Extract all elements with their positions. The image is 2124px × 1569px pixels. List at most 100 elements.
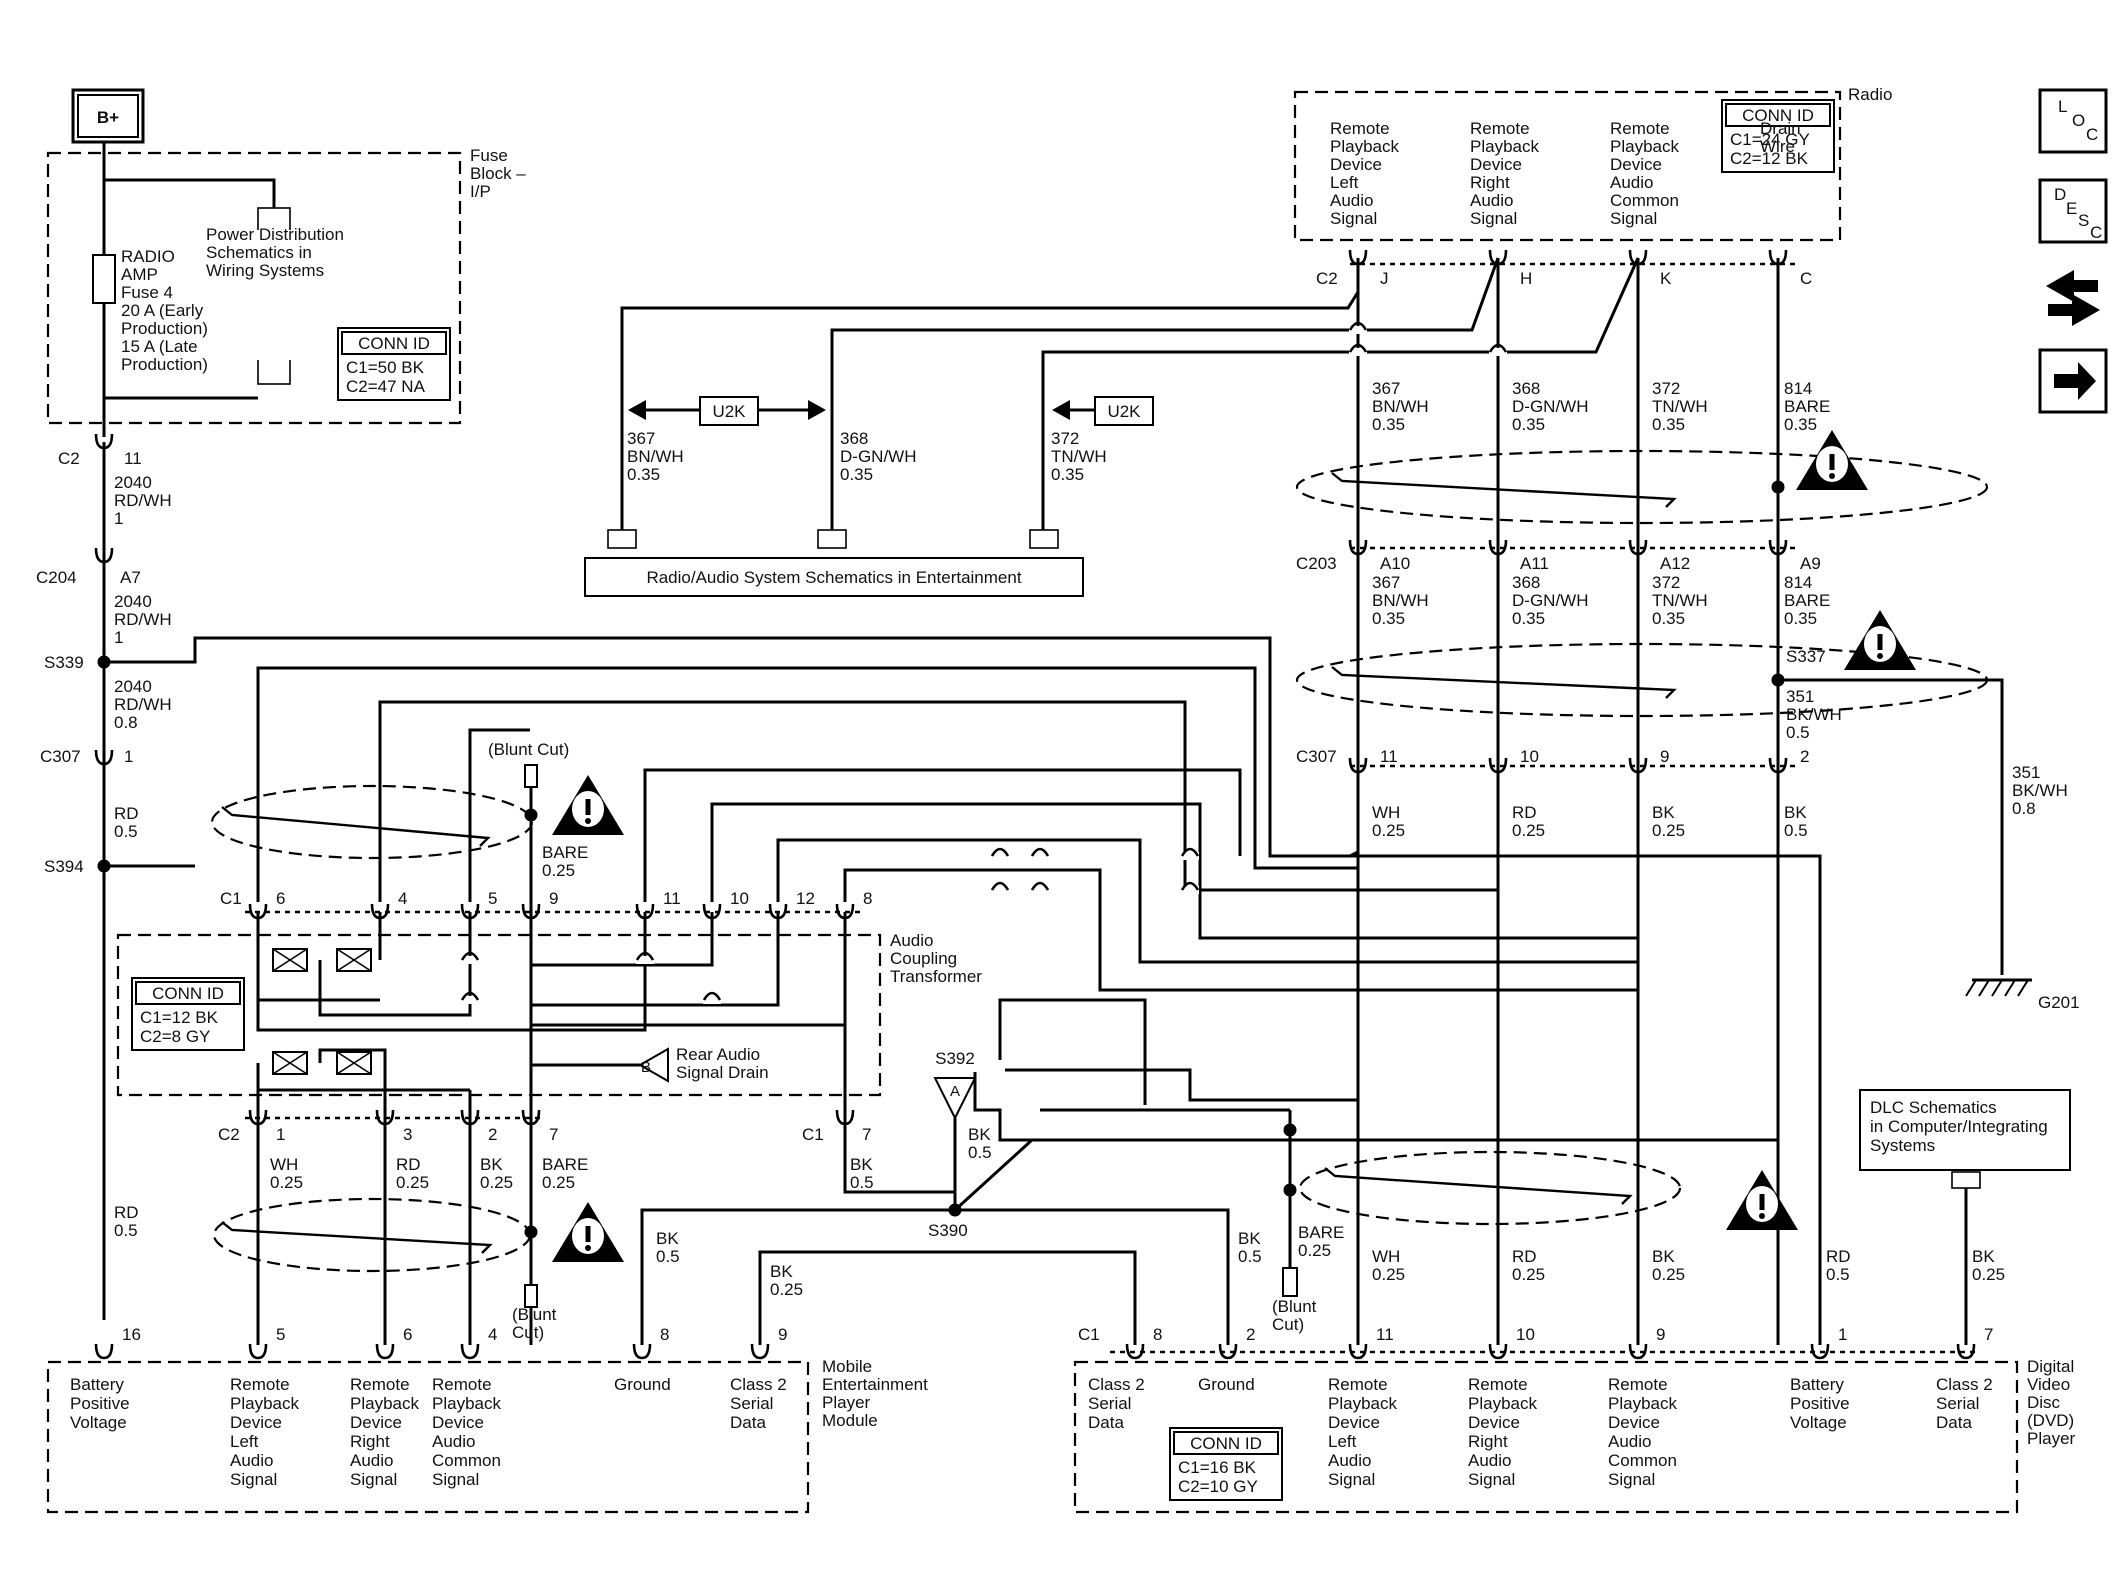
- u2k-wire-label: TN/WH: [1051, 447, 1107, 466]
- dvd-bare-splice: [1283, 1183, 1297, 1197]
- mobile-module-pin-number: 9: [778, 1325, 787, 1344]
- twisted-pair-shield: [1331, 666, 1677, 699]
- c1-pin-number: 9: [549, 889, 558, 908]
- c307-wire-label: WH: [1372, 803, 1400, 822]
- mobile-module-signal-label: Positive: [70, 1394, 130, 1413]
- wire-2040-label: RD/WH: [114, 695, 172, 714]
- rear-audio-drain-connector: [637, 1047, 669, 1083]
- ground-icon: [2017, 979, 2029, 997]
- c1-7-ground-wire: [843, 1118, 955, 1194]
- c2-pin-number: 1: [276, 1125, 285, 1144]
- s337-splice: [1771, 673, 1785, 687]
- loc-icon[interactable]: LOC: [2038, 88, 2108, 154]
- c1-12-wire: [776, 838, 1638, 964]
- c1-pin: [702, 903, 722, 920]
- u2k-arrow: [1052, 400, 1070, 420]
- c2-pin: [94, 433, 114, 450]
- next-arrow-icon[interactable]: [2038, 348, 2108, 414]
- transformer-outline: [116, 933, 882, 1097]
- dvd-pin-number: 10: [1516, 1325, 1535, 1344]
- wire-crossover: [1349, 326, 1367, 334]
- dlc-schematic-link[interactable]: [1859, 1089, 2071, 1171]
- connector-icon[interactable]: [2048, 294, 2100, 326]
- c203-pin: [1628, 539, 1648, 556]
- s392-label: S392: [935, 1049, 975, 1068]
- bare-wire-label: BARE: [542, 843, 588, 862]
- wire-2040-label: 2040: [114, 473, 152, 492]
- radio-signal-label: Playback: [1330, 137, 1399, 156]
- mobile-module-pin: [94, 1343, 114, 1360]
- radio-wire-label: TN/WH: [1652, 591, 1708, 610]
- dvd-wire-label: RD: [1826, 1247, 1851, 1266]
- power-dist-bracket: [256, 230, 296, 360]
- c2-pin: [248, 1109, 268, 1126]
- dvd-pin: [1218, 1343, 1238, 1360]
- s337-label: S337: [1786, 647, 1826, 666]
- u2k-connector: [607, 529, 637, 549]
- wire-2040-label: 1: [114, 628, 123, 647]
- u2k-wire-372: [1041, 257, 1640, 530]
- bare-splice: [524, 808, 538, 822]
- radio-signal-label: Audio: [1330, 191, 1373, 210]
- dvd-pin-number: 8: [1153, 1325, 1162, 1344]
- radio-wire-label: 367: [1372, 379, 1400, 398]
- dvd-wire-label: 0.25: [1372, 1265, 1405, 1284]
- dvd-bare-label: BARE: [1298, 1223, 1344, 1242]
- u2k-wire-367: [620, 291, 1360, 530]
- c1-10-wire: [710, 802, 1638, 940]
- u2k-wire-368: [830, 257, 1500, 530]
- c307-pin-number: 9: [1660, 747, 1669, 766]
- c204-connector: C204: [36, 568, 77, 587]
- c1-8-wire: [843, 868, 1638, 992]
- wire-rd-label: 0.5: [114, 1221, 138, 1240]
- c203-pin: [1768, 539, 1788, 556]
- mobile-module-pin: [248, 1343, 268, 1360]
- s339-label: S339: [44, 653, 84, 672]
- wire-rd-label: RD: [114, 804, 139, 823]
- c2-wire-label: RD: [396, 1155, 421, 1174]
- u2k-wire-label: 372: [1051, 429, 1079, 448]
- c203-pin: [1488, 539, 1508, 556]
- radio-signal-label: Playback: [1610, 137, 1679, 156]
- radio-signal-label: Audio: [1470, 191, 1513, 210]
- radio-wire-label: 0.35: [1652, 609, 1685, 628]
- c2-connector: C2: [58, 449, 80, 468]
- c203-pin: [1348, 539, 1368, 556]
- blunt-cut: [524, 1284, 538, 1308]
- dvd-wire-label: BK: [1972, 1247, 1995, 1266]
- twisted-pair-shield: [1295, 449, 1989, 525]
- battery-label: B+: [97, 108, 119, 127]
- dvd-player-label: Disc: [2027, 1393, 2061, 1412]
- connector-icon[interactable]: [2046, 270, 2098, 302]
- mobile-module-signal-label: Serial: [730, 1394, 773, 1413]
- u2k-arrow: [808, 400, 826, 420]
- desc-icon-letter: C: [2090, 223, 2102, 242]
- mobile-module-outline: [46, 1360, 810, 1514]
- dvd-player-label: Video: [2027, 1375, 2070, 1394]
- wire-crossover: [460, 951, 480, 961]
- c1-bottom-wire-label: BK: [850, 1155, 873, 1174]
- desc-icon[interactable]: [2038, 178, 2108, 244]
- dvd-pin: [1956, 1343, 1976, 1360]
- transformer-coil: [272, 948, 308, 972]
- wire-2040-label: RD/WH: [114, 610, 172, 629]
- connector-icon[interactable]: [2046, 270, 2100, 326]
- mobile-module-signal-label: Class 2: [730, 1375, 787, 1394]
- mobile-module-signal-label: Signal: [350, 1470, 397, 1489]
- dvd-signal-label: Class 2: [1088, 1375, 1145, 1394]
- loc-icon-letter: O: [2072, 111, 2085, 130]
- mobile-module-signal-label: Playback: [432, 1394, 501, 1413]
- fuse-label: AMP: [121, 265, 158, 284]
- loc-icon[interactable]: [2038, 88, 2108, 154]
- serial-wire-label: 0.25: [770, 1280, 803, 1299]
- ground-icon: [2004, 979, 2016, 997]
- c307-wire-label: RD: [1512, 803, 1537, 822]
- fuse-block-label: I/P: [470, 182, 491, 201]
- s392-wire-label: 0.5: [968, 1143, 992, 1162]
- mobile-module-pin: [460, 1343, 480, 1360]
- mobile-module-signal-label: Ground: [614, 1375, 671, 1394]
- next-arrow-icon[interactable]: [2054, 362, 2096, 400]
- schematic-link-button[interactable]: [584, 557, 1084, 597]
